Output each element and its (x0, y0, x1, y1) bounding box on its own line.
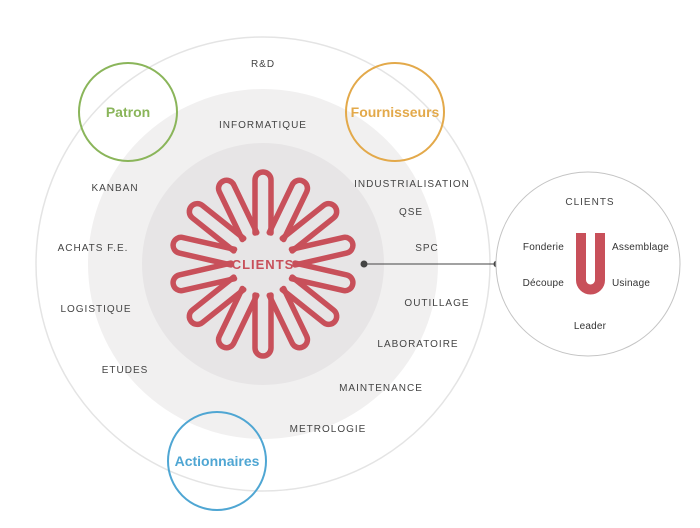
flower-petal (186, 274, 247, 328)
flower-petal (170, 234, 238, 268)
flower-petal (288, 234, 356, 268)
flower-petal (186, 200, 247, 254)
actionnaires-label: Actionnaires (175, 453, 260, 469)
center-label: CLIENTS (232, 257, 295, 272)
dept-achats: ACHATS F.E. (58, 243, 129, 254)
detail-clients: CLIENTS (565, 197, 614, 208)
flower-petal (266, 177, 311, 243)
dept-qse: QSE (399, 207, 423, 218)
connector-dot-start (360, 260, 368, 268)
flower-petal (279, 200, 340, 254)
dept-kanban: KANBAN (91, 183, 138, 194)
flower-petal (252, 169, 274, 236)
flower-petal (170, 260, 238, 294)
detail-usinage: Usinage (612, 278, 650, 289)
detail-leader: Leader (574, 321, 607, 332)
flower-petal (288, 260, 356, 294)
detail-decoupe: Découpe (523, 278, 565, 289)
detail-circle (495, 171, 681, 357)
dept-metrologie: METROLOGIE (290, 424, 367, 435)
flower-petal (266, 285, 311, 351)
dept-spc: SPC (415, 243, 439, 254)
dept-industrialisation: INDUSTRIALISATION (354, 179, 470, 190)
fournisseurs-circle (345, 62, 445, 162)
flower-petal (252, 292, 274, 359)
dept-informatique: INFORMATIQUE (219, 120, 307, 131)
dept-rd: R&D (251, 59, 275, 70)
patron-circle (78, 62, 178, 162)
flower-petal (215, 177, 260, 243)
dept-etudes: ETUDES (102, 365, 149, 376)
dept-outillage: OUTILLAGE (404, 298, 469, 309)
fournisseurs-label: Fournisseurs (351, 104, 440, 120)
dept-maintenance: MAINTENANCE (339, 383, 423, 394)
patron-label: Patron (106, 104, 150, 120)
flower-petal (279, 274, 340, 328)
flower-petal (215, 285, 260, 351)
actionnaires-circle (167, 411, 267, 511)
u-magnet-icon (576, 233, 605, 295)
detail-assemblage: Assemblage (612, 242, 669, 253)
dept-laboratoire: LABORATOIRE (377, 339, 458, 350)
flower-icon (170, 169, 356, 359)
detail-fonderie: Fonderie (523, 242, 564, 253)
dept-logistique: LOGISTIQUE (60, 304, 131, 315)
